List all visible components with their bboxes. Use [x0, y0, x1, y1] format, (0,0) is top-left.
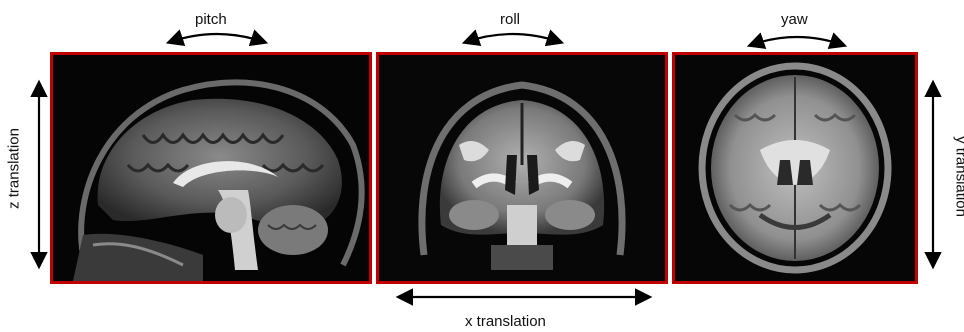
yaw-arrow	[751, 37, 843, 45]
axial-brain-image	[675, 55, 915, 281]
x-translation-label: x translation	[465, 313, 546, 330]
pitch-label: pitch	[195, 11, 227, 28]
pitch-arrow	[170, 34, 264, 42]
coronal-mri-panel	[376, 52, 668, 284]
z-translation-label: z translation	[6, 119, 23, 219]
coronal-brain-image	[379, 55, 665, 281]
sagittal-brain-image	[53, 55, 369, 281]
y-translation-label: y translation	[953, 122, 964, 232]
yaw-label: yaw	[781, 11, 808, 28]
sagittal-mri-panel	[50, 52, 372, 284]
roll-label: roll	[500, 11, 520, 28]
roll-arrow	[466, 34, 560, 42]
axial-mri-panel	[672, 52, 918, 284]
